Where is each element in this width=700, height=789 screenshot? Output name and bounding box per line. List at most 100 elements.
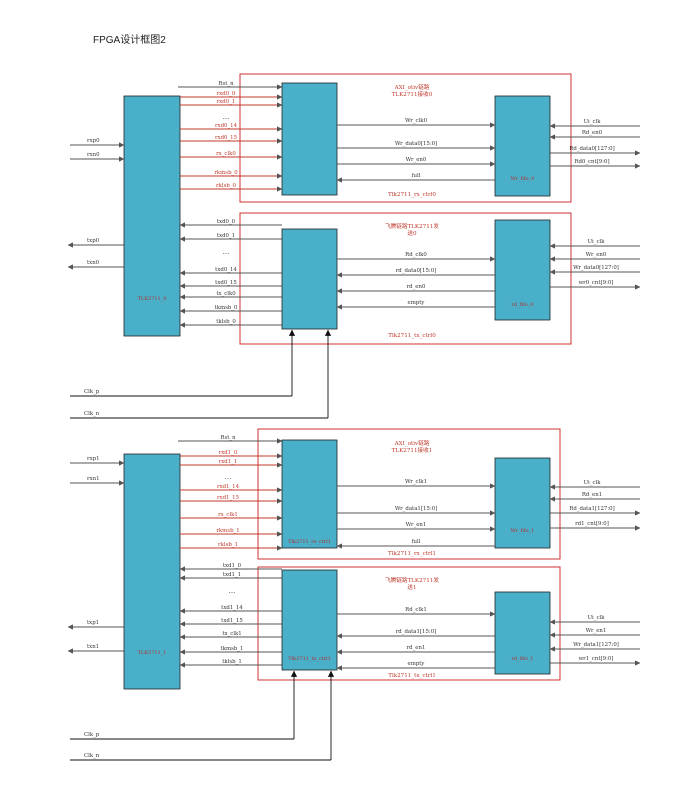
tx-signal-label: tkmsb_0	[215, 305, 238, 311]
rx-right-label: rd1_cnt[9:0]	[575, 521, 609, 527]
tx-signal-label: txd1_14	[221, 605, 243, 611]
rx-mid-label: Wr_clk0	[405, 118, 428, 124]
rx-signal-label: rxd1_1	[219, 459, 238, 465]
serial-output-label: txn1	[87, 644, 99, 650]
rx-signal-label: rxd0_0	[217, 91, 236, 97]
tx-caption-line2: 送1	[407, 583, 416, 591]
tx-caption-line2: 送0	[407, 229, 417, 237]
serial-output-label: txp1	[87, 620, 99, 626]
tx-right-label: Wr_data1[127:0]	[573, 642, 619, 648]
serial-output-label: txn0	[87, 260, 100, 266]
diagram-title: FPGA设计框图2	[93, 35, 166, 46]
ellipsis: ...	[223, 248, 230, 256]
tx-signal-label: txd1_15	[221, 618, 243, 624]
serial-input-label: rxn1	[87, 476, 100, 482]
rx-right-label: Rd_data0[127:0]	[569, 146, 614, 152]
ellipsis: ...	[223, 113, 230, 121]
rx-mid-label: Wr_en1	[406, 522, 427, 528]
tx-mid-label: rd_en0	[407, 284, 426, 290]
rx-signal-label: rklsb_0	[216, 183, 236, 189]
rx-mid-label: full	[412, 173, 421, 179]
tx-signal-label: txd0_14	[215, 267, 237, 273]
read-fifo-label: rd_fifo_0	[512, 302, 534, 308]
ellipsis: ...	[225, 473, 232, 481]
tx-signal-label: txd0_0	[217, 219, 236, 225]
tx-frame	[257, 566, 561, 681]
rx-signal-label: rxd0_14	[215, 123, 238, 129]
ellipsis: ...	[229, 587, 236, 595]
rx-mid-label: Wr_data0[15:0]	[395, 141, 437, 147]
tx-signal-label: txd1_0	[223, 563, 242, 569]
rx-right-label: Rd_en0	[582, 130, 603, 136]
rx-module-name: Tlk2711_rx_ctrl0	[388, 192, 436, 198]
channel-group-1: TLK2711_1rxp1rxn1txp1txn1Rst_nrxd1_0rxd1…	[67, 428, 641, 761]
tlk2711-chip-label: TLK2711_1	[138, 650, 167, 656]
rx-frame	[239, 73, 572, 203]
rx-signal-label: rx_clk1	[218, 512, 238, 518]
tx-caption-line1: 飞腾链路TLK2711发	[385, 222, 439, 230]
tx-signal-label: txd1_1	[223, 572, 241, 578]
rx-ctrl-block	[281, 82, 338, 196]
rx-mid-label: Wr_clk1	[405, 479, 427, 485]
tlk2711-chip-block	[123, 453, 181, 690]
rx-signal-label: Rst_n	[220, 435, 236, 441]
rx-signal-label: rxd0_1	[217, 99, 236, 105]
tx-mid-label: Rd_clk1	[405, 607, 427, 613]
rx-signal-label: rklsb_1	[218, 542, 238, 548]
rx-right-label: Rd_en1	[582, 492, 602, 498]
tx-ctrl-inner-label: Tlk2711_tx_ctrl1	[288, 656, 331, 662]
tx-caption-line1: 飞腾链路TLK2711发	[385, 576, 439, 584]
tx-mid-label: empty	[408, 661, 426, 667]
tx-signal-label: tkmsb_1	[221, 646, 244, 652]
rx-ctrl-block	[281, 439, 338, 549]
rx-right-label: Ui_clk	[584, 119, 602, 125]
rx-signal-label: rkmsb_0	[214, 170, 238, 176]
tx-ctrl-block	[281, 228, 338, 330]
clock-input-label: Clk_n	[84, 753, 100, 759]
tx-right-label: Ui_clk	[588, 615, 606, 621]
write-fifo-block	[494, 457, 551, 549]
rx-frame	[257, 428, 561, 560]
rx-mid-label: Wr_en0	[406, 157, 427, 163]
tx-module-name: Tlk2711_tx_ctrl1	[388, 673, 436, 679]
read-fifo-block	[494, 591, 551, 675]
write-fifo-label: Wr_fifo_1	[511, 528, 535, 534]
tx-mid-label: Rd_clk0	[405, 252, 427, 258]
rx-right-label: Ui_clk	[584, 480, 602, 486]
tx-signal-label: tklsb_1	[222, 659, 242, 665]
clock-input-label: Clk_p	[84, 732, 100, 738]
tx-right-label: wr1_cnt[9:0]	[579, 656, 614, 662]
tx-signal-label: tx_clk0	[216, 291, 236, 297]
rx-signal-label: rxd0_15	[215, 135, 238, 141]
tx-right-label: Ui_clk	[588, 239, 606, 245]
rx-right-label: Rd0_cnt[9:0]	[574, 159, 609, 165]
rx-mid-label: full	[412, 539, 421, 545]
read-fifo-label: rd_fifo_1	[512, 656, 534, 662]
rx-caption-line1: AXI_otiv链路	[394, 439, 430, 447]
channel-group-0: TLK2711_0rxp0rxn0txp0txn0Rst_nrxd0_0rxd0…	[67, 73, 641, 419]
tx-signal-label: tx_clk1	[222, 631, 241, 637]
rx-mid-label: Wr_data1[15:0]	[395, 506, 437, 512]
write-fifo-label: Wr_fifo_0	[511, 176, 535, 182]
tx-frame	[239, 212, 572, 345]
tx-right-label: Wr_en0	[586, 252, 607, 258]
rx-ctrl-inner-label: Tlk2711_rx_ctrl1	[288, 539, 331, 545]
tx-right-label: Wr_data0[127:0]	[573, 265, 619, 271]
rx-signal-label: rxd1_15	[217, 495, 240, 501]
rx-caption-line2: TLK2711接收0	[392, 90, 433, 98]
write-fifo-block	[494, 95, 551, 197]
rx-module-name: Tlk2711_rx_ctrl1	[388, 551, 436, 557]
tx-mid-label: rd_data1[15:0]	[396, 629, 437, 635]
rx-caption-line1: AXI_otiv链路	[394, 83, 430, 91]
read-fifo-block	[494, 219, 551, 321]
rx-signal-label: rxd1_0	[219, 450, 238, 456]
clock-input-label: Clk_n	[84, 411, 100, 417]
serial-input-label: rxn0	[87, 152, 100, 158]
tlk2711-chip-block	[123, 95, 181, 337]
tx-right-label: wr0_cnt[9:0]	[579, 280, 614, 286]
serial-input-label: rxp0	[87, 138, 100, 144]
tx-module-name: Tlk2711_tx_ctrl0	[388, 333, 436, 339]
rx-signal-label: rxd1_14	[217, 484, 240, 490]
clock-input-label: Clk_p	[84, 389, 100, 395]
